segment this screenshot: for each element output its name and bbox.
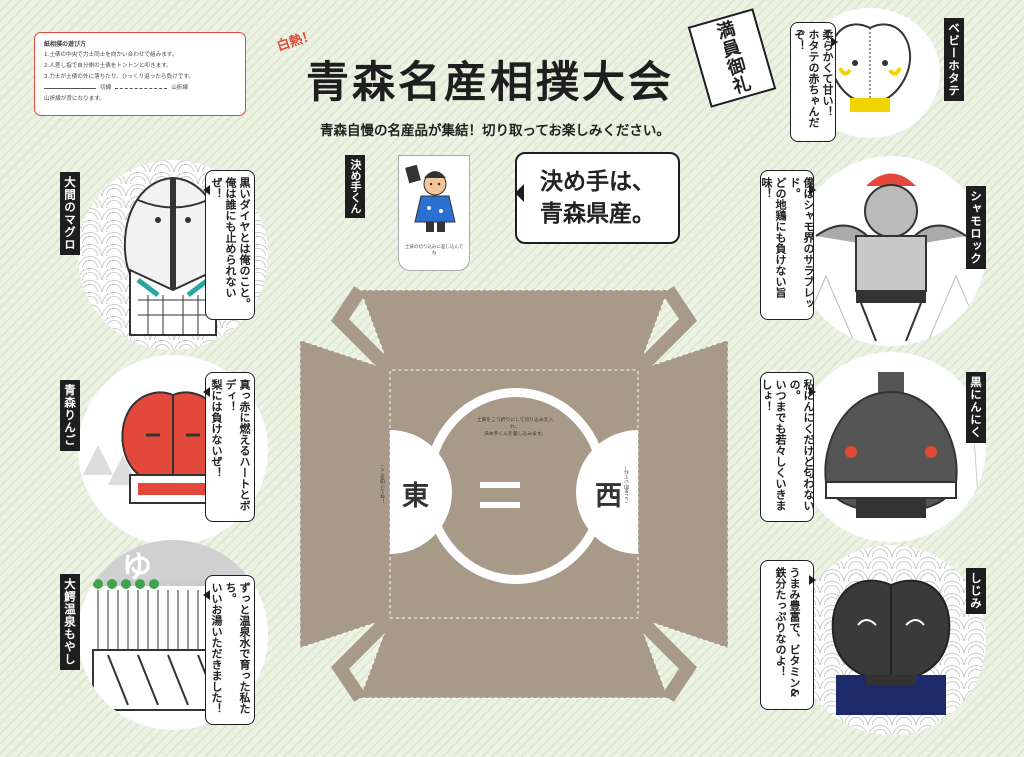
speech-text-shijimi: うまみ豊富で、ビタミン&鉄分たっぷりなのよ！ — [774, 567, 801, 698]
name-label-ringo: 青森りんご — [60, 380, 80, 451]
ring-note-line-1: 土俵をこう折りにして切り込みを入れ、 — [476, 418, 554, 430]
name-label-shijimi: しじみ — [966, 568, 986, 614]
rules-step: 3.力士が土俵の外に落ちたり、ひっくり返ったら負けです。 — [44, 74, 194, 80]
rules-step: 1.土俵の中央で力士同士を向かい合わせで組みます。 — [44, 52, 178, 58]
kimete-card[interactable]: 土俵の切り込みに差し込んでね — [398, 155, 470, 271]
shikiri-line-bottom — [480, 502, 520, 508]
catch-line-2: 青森県産。 — [540, 201, 655, 227]
kimete-label: 決め手くん — [345, 155, 365, 218]
speech-ninniku: 私にんにくだけど匂わないの。いつまでも若々しくいきましょ！ — [760, 372, 816, 522]
kimete-note: 土俵の切り込みに差し込んでね — [404, 245, 464, 256]
garlic-icon — [800, 372, 982, 542]
ring-note: 土俵をこう折りにして切り込みを入れ、 決め手くんを差し込みます。 — [472, 417, 558, 438]
east-label: 東 — [402, 481, 429, 512]
shijimi-circle — [796, 545, 986, 735]
rules-title: 紙相撲の遊び方 — [44, 41, 87, 48]
manin-text: 満員御礼 — [711, 18, 754, 98]
chicken-icon — [796, 173, 986, 346]
speech-text-maguro: 黒いダイヤとは俺のこと。俺は誰にも止められないぜ！ — [210, 177, 251, 309]
name-label-moyashi: 大鰐温泉もやし — [60, 574, 80, 670]
speech-ringo: 真っ赤に燃えるハートとボディ！梨には負けないぜ！ — [203, 372, 255, 522]
clam-icon — [831, 579, 951, 715]
west-tap-note: ここを叩いてね！ — [625, 465, 630, 504]
page-title: 青森名産相撲大会 — [306, 58, 674, 108]
name-label-maguro: 大間のマグロ — [60, 172, 80, 255]
name-label-shamo: シャモロック — [966, 186, 986, 269]
east-tap-note: ここを叩いてね！ — [379, 465, 384, 504]
speech-moyashi: ずっと温泉水で育った私たち。いいお湯いただきました！ — [203, 575, 255, 725]
west-label: 西 — [595, 481, 622, 512]
speech-hotate: 柔らかくて甘い！ホタテの赤ちゃんだぞ！ — [790, 22, 838, 142]
catch-line-1: 決め手は、 — [540, 169, 655, 195]
speech-shamo: 僕はシャモ界のサラブレッド。どの地鶏にも負けない旨味！ — [760, 170, 816, 320]
scallop-icon — [829, 23, 911, 112]
rules-step: 2.人差し指で自分側の土俵をトントンと叩きます。 — [44, 63, 172, 69]
legend-note: 山折線が背になります。 — [44, 96, 105, 102]
name-label-hotate: ベビーホタテ — [944, 18, 964, 101]
name-label-ninniku: 黒にんにく — [966, 372, 986, 443]
shikiri-line-top — [480, 482, 520, 488]
legend-valley: 山折線 — [171, 85, 188, 91]
page-subtitle: 青森自慢の名産品が集結！切り取ってお楽しみください。 — [320, 123, 670, 139]
speech-text-ringo: 真っ赤に燃えるハートとボディ！梨には負けないぜ！ — [210, 379, 251, 511]
rules-box: 紙相撲の遊び方 1.土俵の中央で力士同士を向かい合わせで組みます。 2.人差し指… — [34, 32, 246, 116]
speech-maguro: 黒いダイヤとは俺のこと。俺は誰にも止められないぜ！ — [203, 170, 255, 320]
rules-legend: 切線 山折線 — [44, 83, 236, 94]
ring-note-line-2: 決め手くんを差し込みます。 — [484, 432, 546, 437]
onsen-glyph: ゆ — [122, 550, 152, 585]
maguro-icon — [123, 176, 223, 336]
speech-text-shamo: 僕はシャモ界のサラブレッド。どの地鶏にも負けない旨味！ — [760, 177, 815, 309]
speech-text-moyashi: ずっと温泉水で育った私たち。いいお湯いただきました！ — [210, 582, 251, 714]
speech-text-ninniku: 私にんにくだけど匂わないの。いつまでも若々しくいきましょ！ — [760, 379, 815, 511]
ninniku-circle — [796, 352, 986, 542]
catch-bubble: 決め手は、 青森県産。 — [515, 152, 680, 244]
manin-stamp: 満員御礼 — [687, 8, 777, 108]
speech-shijimi: うまみ豊富で、ビタミン&鉄分たっぷりなのよ！ — [760, 560, 816, 710]
speech-text-hotate: 柔らかくて甘い！ホタテの赤ちゃんだぞ！ — [793, 29, 834, 128]
legend-cut: 切線 — [100, 85, 112, 91]
shamo-circle — [796, 156, 986, 346]
gyoji-figure-icon — [405, 164, 456, 232]
